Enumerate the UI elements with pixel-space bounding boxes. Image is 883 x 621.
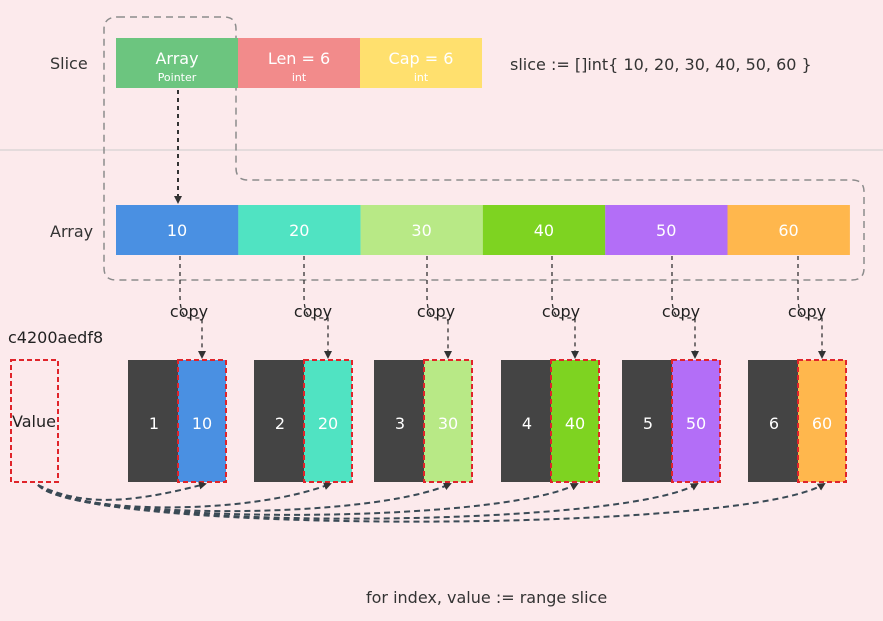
footer-caption: for index, value := range slice xyxy=(366,588,607,607)
array-cell-1: 20 xyxy=(238,205,361,255)
index-box xyxy=(622,360,672,482)
copy-label: copy xyxy=(662,302,700,321)
value-box xyxy=(303,359,353,483)
copy-arrow xyxy=(179,256,206,359)
index-value: 4 xyxy=(522,414,532,433)
value-value: 20 xyxy=(318,414,338,433)
value-box xyxy=(550,359,600,483)
iteration-4: 5 50 xyxy=(622,359,721,483)
index-box xyxy=(128,360,178,482)
slice-field-type: int xyxy=(414,71,429,84)
slice-code: slice := []int{ 10, 20, 30, 40, 50, 60 } xyxy=(510,55,812,74)
iteration-3: 4 40 xyxy=(501,359,600,483)
value-value: 40 xyxy=(565,414,585,433)
array-cell-3: 40 xyxy=(482,205,606,255)
iteration-2: 3 30 xyxy=(374,359,473,483)
copy-label: copy xyxy=(542,302,580,321)
slice-field-box xyxy=(360,38,482,88)
slice-field-1: Len = 6 int xyxy=(238,38,360,88)
index-box xyxy=(501,360,551,482)
array-cell-box xyxy=(482,205,606,255)
value-arrow xyxy=(37,482,332,509)
copy-label: copy xyxy=(294,302,332,321)
slice-field-name: Len = 6 xyxy=(268,49,330,68)
iteration-0: 1 10 xyxy=(128,359,227,483)
slice-array-group-outline xyxy=(103,16,865,281)
slice-field-box xyxy=(238,38,360,88)
array-cell-0: 10 xyxy=(116,205,239,255)
copy-arrow xyxy=(303,256,332,359)
array-cell-value: 40 xyxy=(534,221,554,240)
slice-field-2: Cap = 6 int xyxy=(360,38,482,88)
array-cell-box xyxy=(360,205,483,255)
iteration-5: 6 60 xyxy=(748,359,847,483)
array-cell-2: 30 xyxy=(360,205,483,255)
value-value: 10 xyxy=(192,414,212,433)
value-value: 50 xyxy=(686,414,706,433)
value-value: 30 xyxy=(438,414,458,433)
array-cell-value: 60 xyxy=(778,221,798,240)
iteration-boxes: 1 10 2 20 3 30 4 40 5 50 6 60 xyxy=(128,359,847,483)
value-arrow xyxy=(37,483,699,520)
index-box xyxy=(748,360,798,482)
array-cell-value: 10 xyxy=(167,221,187,240)
index-box xyxy=(254,360,304,482)
slice-field-type: int xyxy=(292,71,307,84)
array-label: Array xyxy=(50,222,93,241)
value-reuse-arrows xyxy=(37,481,826,523)
copy-arrow xyxy=(426,256,452,359)
index-value: 3 xyxy=(395,414,405,433)
copy-label: copy xyxy=(170,302,208,321)
index-value: 5 xyxy=(643,414,653,433)
array-cell-value: 20 xyxy=(289,221,309,240)
index-value: 6 xyxy=(769,414,779,433)
copy-label: copy xyxy=(417,302,455,321)
value-arrow xyxy=(37,482,826,523)
slice-field-box xyxy=(116,38,238,88)
array-cell-5: 60 xyxy=(727,205,850,255)
array-row: 10 20 30 40 50 60 xyxy=(116,205,850,255)
array-cell-box xyxy=(116,205,239,255)
array-cell-box xyxy=(238,205,361,255)
array-cell-value: 30 xyxy=(411,221,431,240)
array-cell-box xyxy=(605,205,728,255)
value-arrow xyxy=(37,481,207,501)
value-variable-label: Value xyxy=(12,412,56,431)
value-box xyxy=(671,359,721,483)
index-value: 1 xyxy=(149,414,159,433)
copy-arrow xyxy=(797,256,826,359)
value-arrow xyxy=(37,482,452,513)
value-box xyxy=(177,359,227,483)
iteration-1: 2 20 xyxy=(254,359,353,483)
copy-arrows: copy copy copy copy copy copy xyxy=(170,256,826,359)
array-cell-value: 50 xyxy=(656,221,676,240)
index-box xyxy=(374,360,424,482)
value-variable-box xyxy=(10,359,59,483)
slice-label: Slice xyxy=(50,54,88,73)
array-cell-box xyxy=(727,205,850,255)
copy-arrow xyxy=(671,256,699,359)
copy-label: copy xyxy=(788,302,826,321)
value-box xyxy=(423,359,473,483)
array-cell-4: 50 xyxy=(605,205,728,255)
slice-field-name: Array xyxy=(155,49,198,68)
value-value: 60 xyxy=(812,414,832,433)
value-box xyxy=(797,359,847,483)
slice-field-type: Pointer xyxy=(158,71,197,84)
index-value: 2 xyxy=(275,414,285,433)
slice-field-name: Cap = 6 xyxy=(389,49,454,68)
copy-arrow xyxy=(551,256,579,359)
address-label: c4200aedf8 xyxy=(8,328,103,347)
